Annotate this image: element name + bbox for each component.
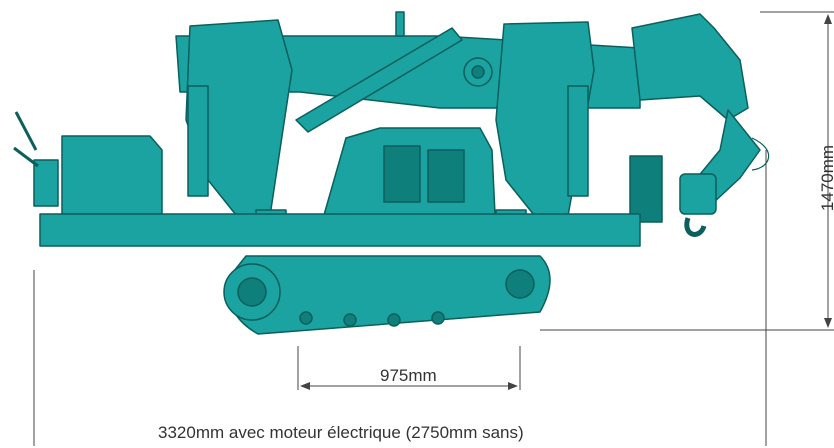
cab-grille xyxy=(427,149,465,203)
control-panel xyxy=(33,159,59,207)
track-roller-4 xyxy=(431,311,445,325)
total-length-label: 3320mm avec moteur électrique (2750mm sa… xyxy=(158,423,524,442)
drive-sprocket-hub xyxy=(237,277,267,307)
boom-cylinder xyxy=(295,27,463,133)
jib-arc-cable xyxy=(751,137,770,171)
ladder-grid xyxy=(629,155,663,223)
track-width-arrow-right xyxy=(508,382,518,390)
crane-hook xyxy=(684,217,707,237)
cab-window xyxy=(383,145,421,203)
control-lever xyxy=(13,111,39,168)
height-arrow-top xyxy=(824,14,832,24)
track-width-arrow-left xyxy=(300,382,310,390)
height-label: 1470mm xyxy=(818,144,834,212)
crane-body xyxy=(13,11,770,335)
track-roller-2 xyxy=(343,313,357,327)
base-frame xyxy=(39,213,641,247)
boom-top-post xyxy=(395,11,405,37)
track-roller-1 xyxy=(299,311,313,325)
height-arrow-bottom xyxy=(824,318,832,328)
dimension-lines xyxy=(33,11,834,446)
track-width-label: 975mm xyxy=(380,366,437,385)
left-outrigger-ram xyxy=(187,85,209,197)
boom-pivot-hub xyxy=(471,65,485,79)
track-roller-3 xyxy=(387,313,401,327)
idler-wheel xyxy=(505,269,535,299)
fly-jib xyxy=(631,13,749,121)
engine-housing xyxy=(61,135,163,215)
right-outrigger-ram xyxy=(567,85,589,197)
hook-block xyxy=(679,173,717,215)
